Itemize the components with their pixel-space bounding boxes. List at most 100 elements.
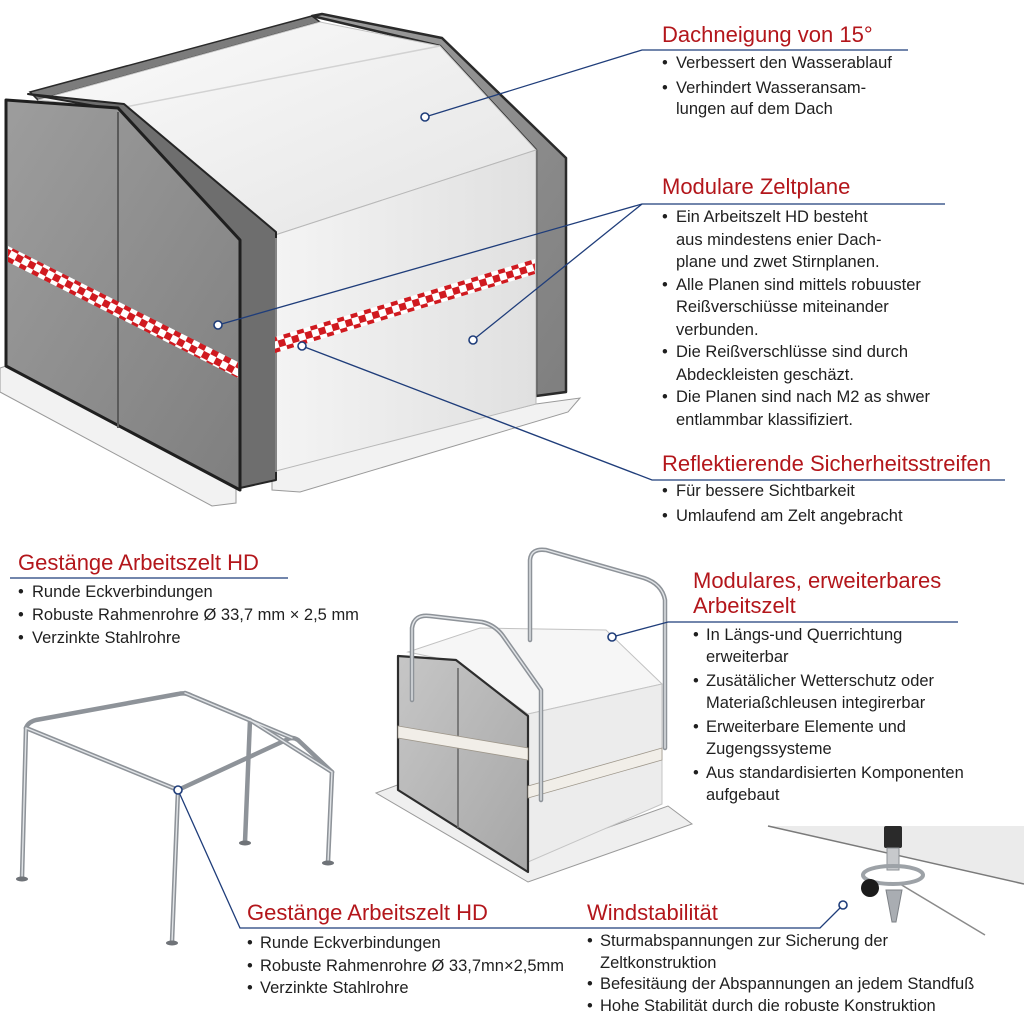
- bullet-text: Zugengssysteme: [706, 740, 832, 758]
- section-title-line: Arbeitszelt: [693, 593, 796, 618]
- bullet-text: Hohe Stabilität durch die robuste Konstr…: [600, 996, 936, 1015]
- bullet-text: erweiterbar: [706, 648, 789, 666]
- stake-hook-ring: [861, 864, 925, 886]
- callout-dot: [607, 632, 617, 642]
- bullet-list: In Längs-und Querrichtung erweiterbar Zu…: [693, 624, 964, 808]
- bullet-text: Runde Eckverbindungen: [32, 583, 213, 601]
- callout-dot: [838, 900, 848, 910]
- bullet-text: Verhindert Wasseransam-: [676, 79, 867, 97]
- callout-dot: [213, 320, 223, 330]
- section-title: Modulare Zeltplane: [662, 174, 851, 199]
- bullet-item: Erweiterbare Elemente und Zugengssysteme: [693, 716, 964, 760]
- rear-frame-arch-highlight: [529, 549, 666, 749]
- callout-gestaenge-unten-wind: [177, 789, 844, 929]
- bullet-list: Für bessere Sichtbarkeit Umlaufend am Ze…: [662, 481, 903, 531]
- foot-plate: [239, 840, 251, 846]
- bullet-item: Ein Arbeitszelt HD besteht aus mindesten…: [662, 206, 930, 274]
- bullet-item: Die Planen sind nach M2 as shwer entlamm…: [662, 386, 930, 431]
- front-gable-panel: [4, 98, 242, 492]
- bullet-item: Verbessert den Wasserablauf: [662, 53, 892, 74]
- bullet-item: Verhindert Wasseransam- lungen auf dem D…: [662, 78, 892, 120]
- section-zeltplane: Modulare Zeltplane Ein Arbeitszelt HD be…: [662, 174, 930, 429]
- stake-post-cap: [884, 826, 902, 848]
- modular-tent-illustration: [374, 547, 694, 883]
- bullet-text: Reißverschiüsse miteinander: [676, 298, 889, 316]
- frame-eaves: [23, 717, 335, 793]
- bullet-text: aus mindestens enier Dach-: [676, 230, 882, 249]
- bullet-text: verbunden.: [676, 320, 759, 339]
- bullet-item: Sturmabspannungen zur Sicherung der Zelt…: [587, 931, 974, 974]
- section-gestaenge-top: Gestänge Arbeitszelt HD Runde Eckverbind…: [18, 550, 359, 650]
- bullet-text: entlammbar klassifiziert.: [676, 410, 853, 429]
- stake-ball: [861, 879, 879, 897]
- bullet-text: Robuste Rahmenrohre Ø 33,7mn×2,5mm: [260, 956, 565, 975]
- section-erweiterbar: Modulares, erweiterbares Arbeitszelt In …: [693, 568, 964, 804]
- section-title: Dachneigung von 15°: [662, 22, 873, 47]
- bullet-text: aufgebaut: [706, 786, 780, 804]
- bullet-text: Verbessert den Wasserablauf: [676, 54, 892, 72]
- section-dachneigung: Dachneigung von 15° Verbessert den Wasse…: [662, 22, 892, 118]
- bullet-item: Befesitäung der Abspannungen an jedem St…: [587, 974, 974, 996]
- callout-erweiterbar: [611, 621, 958, 638]
- modular-band-gable: [397, 725, 529, 761]
- section-title-line: Modulares, erweiterbares: [693, 568, 942, 593]
- frame-rafters-front: [175, 735, 335, 793]
- section-title: Windstabilität: [587, 900, 718, 925]
- bullet-text: Erweiterbare Elemente und: [706, 718, 906, 736]
- front-frame-arch-highlight: [411, 615, 542, 801]
- bullet-item: In Längs-und Querrichtung erweiterbar: [693, 624, 964, 668]
- bullet-text: Abdeckleisten geschäzt.: [676, 365, 854, 384]
- foot-plate: [16, 876, 28, 882]
- bullet-list: Runde Eckverbindungen Robuste Rahmenrohr…: [18, 581, 359, 650]
- bullet-item: Die Reißverschlüsse sind durch Abdecklei…: [662, 341, 930, 386]
- bullet-text: Zusätälicher Wetterschutz oder: [706, 672, 935, 690]
- section-sicherheitsstreifen: Reflektierende Sicherheitsstreifen Für b…: [662, 451, 991, 527]
- bullet-text: Sturmabspannungen zur Sicherung der: [600, 932, 889, 950]
- bullet-item: Für bessere Sichtbarkeit: [662, 481, 903, 502]
- bullet-list: Runde Eckverbindungen Robuste Rahmenrohr…: [247, 932, 564, 1000]
- callout-sicherheitsstreifen: [301, 345, 1005, 481]
- callout-zeltplane-2: [472, 203, 643, 341]
- bullet-text: lungen auf dem Dach: [676, 100, 833, 118]
- steel-frame-illustration: [16, 690, 335, 946]
- bullet-text: Alle Planen sind mittels robuuster: [676, 275, 921, 294]
- bullet-item: Runde Eckverbindungen: [18, 581, 359, 604]
- bullet-text: Runde Eckverbindungen: [260, 934, 441, 952]
- bullet-list: Verbessert den Wasserablauf Verhindert W…: [662, 53, 892, 124]
- bullet-item: Runde Eckverbindungen: [247, 932, 564, 955]
- stake-tip: [885, 889, 903, 923]
- bullet-item: Hohe Stabilität durch die robuste Konstr…: [587, 996, 974, 1018]
- bullet-text: Die Reißverschlüsse sind durch: [676, 343, 909, 361]
- bullet-text: Materiaßchleusen integirerbar: [706, 694, 926, 712]
- bullet-item: Verzinkte Stahlrohre: [18, 627, 359, 650]
- frame-rafters-back: [23, 691, 253, 731]
- bullet-text: Aus standardisierten Komponenten: [706, 764, 964, 782]
- reflective-stripe-gable: [8, 246, 238, 378]
- large-tent-illustration: [0, 12, 582, 507]
- bullet-text: Ein Arbeitszelt HD besteht: [676, 208, 868, 226]
- callout-dot: [420, 112, 430, 122]
- bullet-list: Ein Arbeitszelt HD besteht aus mindesten…: [662, 206, 930, 431]
- callout-dot: [468, 335, 478, 345]
- bullet-item: Umlaufend am Zelt angebracht: [662, 506, 903, 527]
- section-title: Gestänge Arbeitszelt HD: [18, 550, 259, 575]
- callout-dot: [173, 785, 183, 795]
- bullet-item: Zusätälicher Wetterschutz oder Materiaßc…: [693, 670, 964, 714]
- frame-highlights: [21, 692, 333, 943]
- bullet-item: Aus standardisierten Komponenten aufgeba…: [693, 762, 964, 806]
- modular-band-wall: [527, 747, 663, 799]
- bullet-text: Verzinkte Stahlrohre: [260, 979, 409, 997]
- callout-dot: [297, 341, 307, 351]
- foot-plate: [322, 860, 334, 866]
- bullet-text: Robuste Rahmenrohre Ø 33,7 mm × 2,5 mm: [32, 606, 359, 624]
- bullet-item: Verzinkte Stahlrohre: [247, 977, 564, 1000]
- reflective-stripe-wall: [275, 259, 535, 353]
- section-title: Reflektierende Sicherheitsstreifen: [662, 451, 991, 476]
- section-title: Gestänge Arbeitszelt HD: [247, 900, 488, 925]
- bullet-text: Umlaufend am Zelt angebracht: [676, 507, 903, 525]
- stake-detail-illustration: [767, 825, 1024, 936]
- section-windstabilitaet: Windstabilität Sturmabspannungen zur Sic…: [587, 900, 974, 1017]
- frame-back-legs: [19, 717, 253, 881]
- bullet-item: Alle Planen sind mittels robuuster Reißv…: [662, 274, 930, 342]
